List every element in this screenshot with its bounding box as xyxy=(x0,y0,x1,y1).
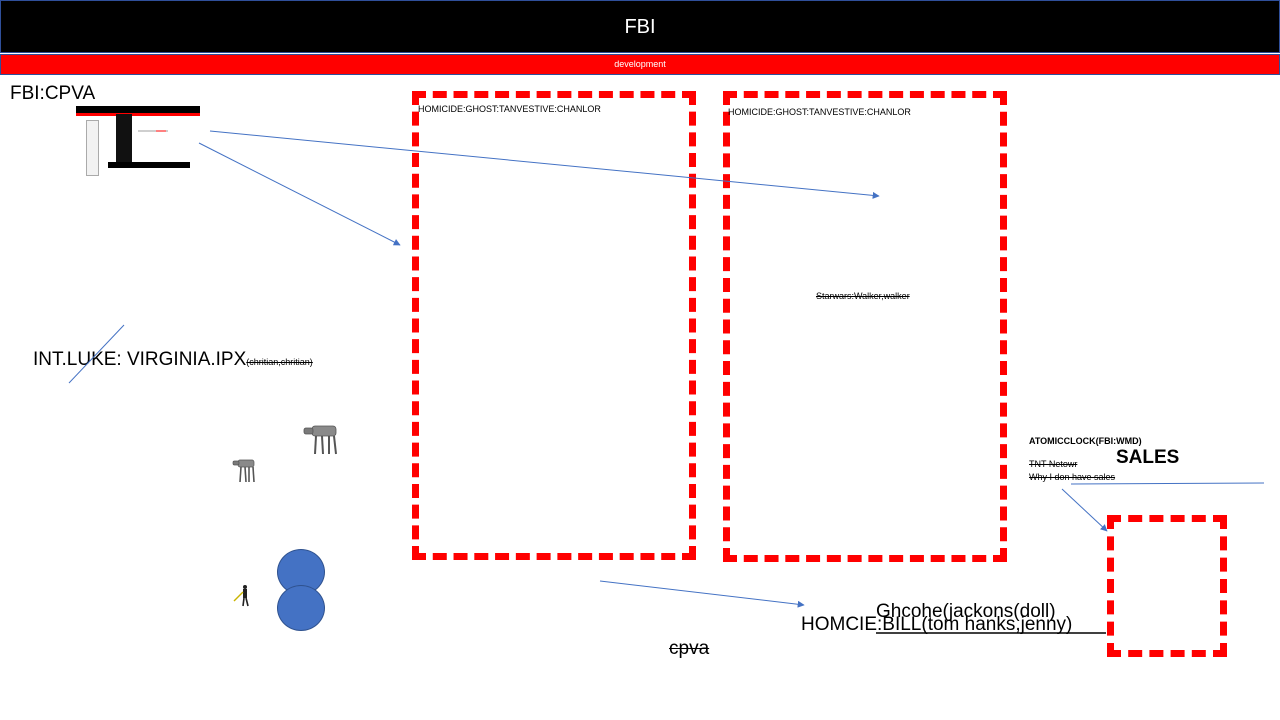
dashed-box-left[interactable] xyxy=(412,91,696,560)
thumbnail-header xyxy=(76,106,200,113)
thumbnail-dark-panel xyxy=(116,114,132,162)
box-left-label: HOMICIDE:GHOST:TANVESTIVE:CHANLOR xyxy=(418,104,601,114)
thumbnail-text xyxy=(138,130,168,132)
walker-large-icon[interactable] xyxy=(303,425,337,455)
tnt-label: TNT Netowr xyxy=(1029,459,1078,469)
homcie-bill-label: HOMCIE:BILL(tom hanks,jenny) xyxy=(801,614,1073,635)
thumbnail-panel xyxy=(86,120,99,176)
screenshot-thumbnail[interactable] xyxy=(76,106,200,176)
int-luke-sub: (chritian,chritian) xyxy=(246,357,313,367)
subtitle-bar: development xyxy=(0,54,1280,75)
arrow-to-sales-box[interactable] xyxy=(1061,488,1108,532)
title-bar: FBI xyxy=(0,0,1280,53)
arrow-to-homcie[interactable] xyxy=(599,580,805,608)
figure-icon[interactable] xyxy=(233,585,249,607)
thumbnail-subbar xyxy=(76,113,200,116)
dashed-box-sales[interactable] xyxy=(1107,515,1227,657)
sales-underline[interactable] xyxy=(1070,482,1265,485)
starwars-label: Starwars:Walker,walker xyxy=(816,291,910,301)
atomic-clock-label: ATOMICCLOCK(FBI:WMD) xyxy=(1029,436,1142,446)
fbi-cpva-label: FBI:CPVA xyxy=(10,83,96,104)
cpva-label: cpva xyxy=(669,638,710,659)
thumbnail-accent xyxy=(156,130,166,132)
thumbnail-footer xyxy=(108,162,190,168)
diagonal-line[interactable] xyxy=(68,324,125,384)
dashed-box-middle[interactable] xyxy=(723,91,1007,562)
sales-heading: SALES xyxy=(1116,447,1180,468)
sales-note-label: Why I don have sales xyxy=(1029,472,1116,482)
arrow-to-left-box[interactable] xyxy=(198,142,401,246)
arrow-to-middle-box[interactable] xyxy=(209,130,880,199)
blue-circle-bottom[interactable] xyxy=(277,585,325,631)
ghcohe-label: Ghcohe(jackons(doll) xyxy=(876,601,1056,622)
box-middle-label: HOMICIDE:GHOST:TANVESTIVE:CHANLOR xyxy=(728,107,911,117)
walker-small-icon[interactable] xyxy=(232,459,255,483)
